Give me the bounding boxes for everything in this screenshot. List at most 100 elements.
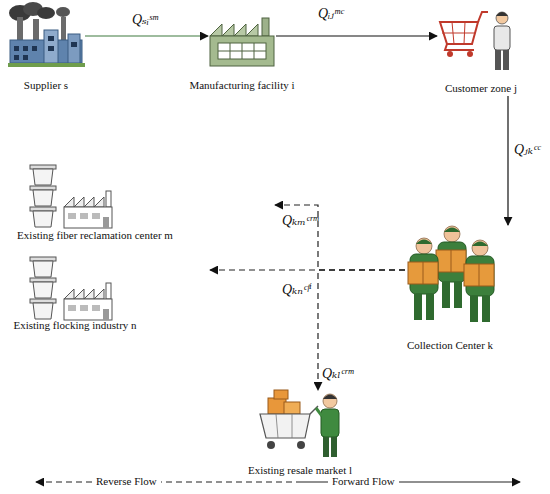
supplier-icon	[14, 55, 19, 60]
supplier-icon	[48, 36, 54, 41]
collection-icon	[408, 262, 438, 284]
supplier-icon	[48, 46, 54, 51]
resale-icon	[284, 402, 300, 414]
factory-icon	[262, 18, 269, 36]
collection-icon	[423, 262, 424, 284]
legend-samples	[36, 481, 296, 482]
customer-icon	[494, 26, 510, 50]
resale-icon	[323, 395, 337, 400]
collection-icon	[414, 294, 422, 320]
supplier-icon	[14, 46, 19, 51]
supplier-icon	[37, 7, 55, 19]
customer-icon	[447, 51, 453, 57]
customer-icon	[445, 44, 474, 50]
icon-node: Customer zone j	[437, 8, 525, 96]
supplier-icon	[23, 46, 28, 51]
supplier-icon	[33, 19, 39, 43]
collection-icon	[464, 240, 494, 322]
supplier-icon	[71, 42, 77, 47]
resale-icon	[260, 390, 339, 457]
collection-icon	[472, 240, 488, 256]
customer-icon	[467, 51, 473, 57]
node-label: Existing flocking industry n	[13, 319, 136, 332]
node-label: Supplier s	[24, 79, 68, 92]
icon-node: Collection Center k	[405, 225, 517, 353]
resale-icon	[297, 441, 305, 449]
flow-arrow	[507, 96, 508, 225]
resale-icon	[268, 398, 286, 414]
node-label: Manufacturing facility i	[189, 79, 294, 92]
customer-icon	[442, 33, 475, 34]
supplier-icon	[17, 17, 23, 43]
flow-arrow	[85, 35, 208, 36]
collection-icon	[442, 282, 450, 308]
customer-icon	[495, 50, 501, 70]
node-label: Customer zone j	[445, 82, 517, 95]
customer-icon	[478, 12, 488, 22]
collection-icon	[426, 294, 434, 320]
collection-icon	[451, 250, 452, 272]
supplier-icon	[68, 34, 80, 63]
collection-icon	[444, 226, 460, 242]
icon-node: Manufacturing facility i	[208, 18, 276, 93]
flow-quantity: Qₖₙᶜᶠⁱ	[282, 282, 312, 298]
resale-icon	[331, 437, 337, 457]
flocking-icon	[30, 257, 112, 320]
collection-icon	[479, 264, 480, 286]
collection-icon	[454, 282, 462, 308]
icon-node: Existing flocking industry n	[28, 250, 210, 333]
flow-quantity: Qᵢⱼᵐᶜ	[318, 6, 344, 22]
factory-icon	[210, 24, 258, 36]
reclamation-icon	[30, 165, 112, 228]
resale-icon	[323, 437, 329, 457]
node-label: Existing fiber reclamation center m	[17, 229, 173, 242]
legend-label: Forward Flow	[328, 475, 399, 488]
flow-arrow	[318, 270, 405, 390]
flow-arrow	[276, 35, 437, 36]
collection-icon	[416, 238, 432, 254]
supplier-icon	[8, 2, 85, 67]
flow-quantity: Qₖₗᶜʳᵐ	[322, 366, 353, 382]
flow-quantity: Qₛᵢˢᵐ	[132, 12, 158, 28]
icon-node: Existing fiber reclamation center m	[28, 163, 275, 243]
collection-icon	[416, 240, 432, 245]
resale-icon	[260, 414, 310, 438]
customer-icon	[503, 50, 509, 70]
factory-icon	[210, 36, 274, 66]
collection-icon	[464, 264, 494, 286]
resale-icon	[267, 441, 275, 449]
icon-node: Supplier s	[8, 5, 85, 93]
flow-quantity: Qⱼₖᶜᶜ	[514, 142, 540, 158]
collection-icon	[436, 226, 466, 308]
flow-quantity: Qₖₘᶜʳᵐ	[282, 213, 318, 229]
collection-icon	[408, 226, 494, 322]
resale-icon	[274, 390, 288, 399]
collection-icon	[444, 228, 460, 233]
resale-icon	[292, 414, 293, 438]
legend-label: Reverse Flow	[92, 475, 161, 488]
flow-arrow	[275, 205, 405, 270]
customer-icon	[496, 12, 508, 16]
supplier-icon	[61, 17, 66, 43]
customer-icon	[440, 12, 510, 70]
collection-icon	[472, 242, 488, 247]
factory-icon	[218, 43, 266, 59]
resale-icon	[316, 408, 322, 416]
collection-icon	[408, 238, 438, 320]
supplier-icon	[44, 30, 58, 63]
factory-icon	[210, 18, 274, 66]
supplier-icon	[23, 55, 28, 60]
resale-icon	[276, 414, 278, 438]
factory-icon	[218, 51, 266, 52]
customer-icon	[496, 12, 508, 24]
customer-icon	[440, 22, 478, 44]
icon-node: Existing resale market l	[258, 390, 343, 478]
flow-arrow	[210, 269, 405, 270]
collection-icon	[470, 296, 478, 322]
supplier-icon	[8, 63, 85, 67]
